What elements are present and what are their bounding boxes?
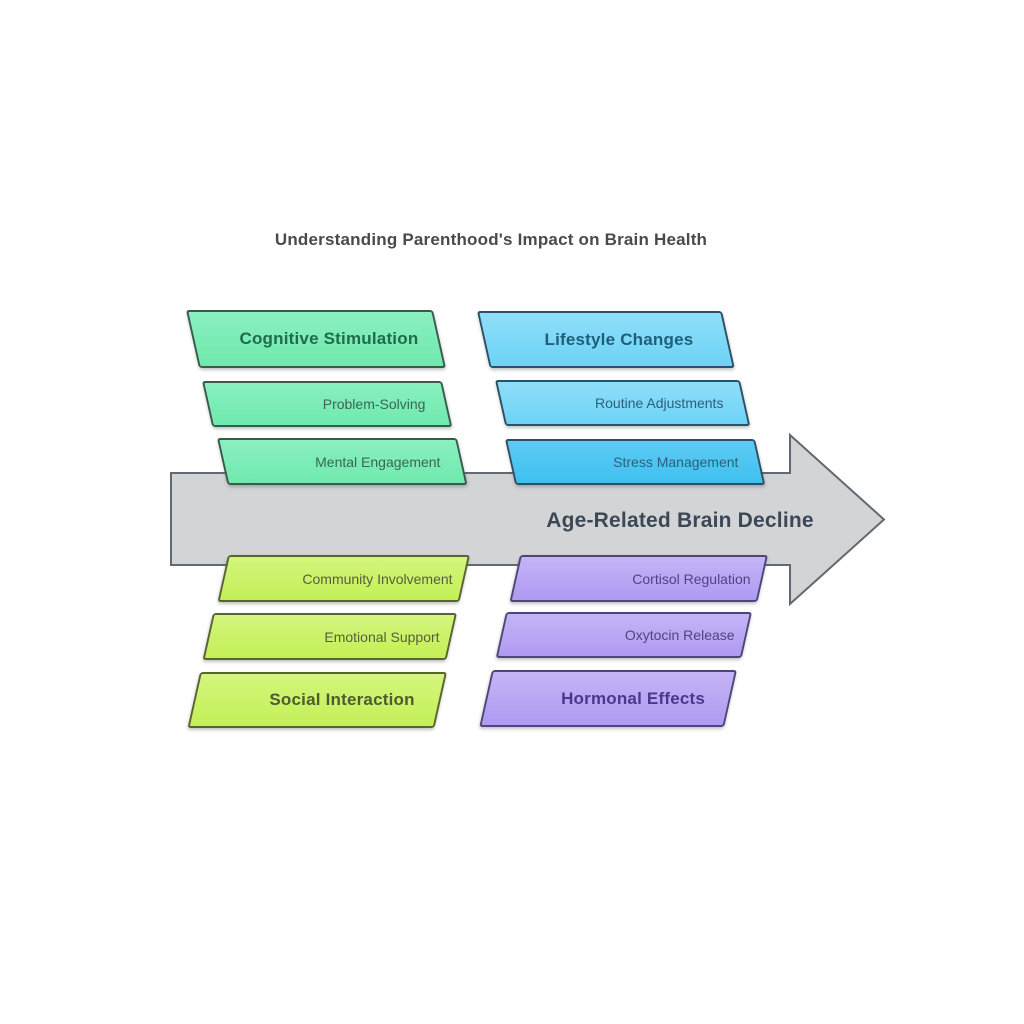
diagram-title: Understanding Parenthood's Impact on Bra… bbox=[274, 230, 708, 249]
node-cognitive-stimulation: Cognitive Stimulation bbox=[186, 310, 446, 368]
node-problem-solving: Problem-Solving bbox=[202, 381, 453, 427]
node-label: Emotional Support bbox=[324, 628, 440, 645]
node-lifestyle-changes: Lifestyle Changes bbox=[477, 311, 735, 368]
arrow-label: Age-Related Brain Decline bbox=[546, 509, 814, 532]
node-oxytocin-release: Oxytocin Release bbox=[495, 612, 752, 658]
node-routine-adjustments: Routine Adjustments bbox=[495, 380, 751, 426]
node-social-interaction: Social Interaction bbox=[187, 672, 447, 728]
node-label: Problem-Solving bbox=[322, 396, 426, 412]
node-cortisol-regulation: Cortisol Regulation bbox=[509, 555, 768, 602]
node-label: Oxytocin Release bbox=[624, 627, 735, 643]
node-label: Routine Adjustments bbox=[595, 395, 724, 411]
node-mental-engagement: Mental Engagement bbox=[217, 438, 468, 485]
node-community-involvement: Community Involvement bbox=[217, 555, 470, 602]
node-label: Community Involvement bbox=[302, 570, 453, 587]
node-label: Lifestyle Changes bbox=[544, 329, 694, 349]
node-emotional-support: Emotional Support bbox=[202, 613, 457, 660]
node-hormonal-effects: Hormonal Effects bbox=[479, 670, 737, 727]
node-label: Cortisol Regulation bbox=[632, 570, 751, 587]
node-label: Stress Management bbox=[613, 454, 739, 470]
node-label: Cognitive Stimulation bbox=[239, 329, 419, 348]
node-stress-management: Stress Management bbox=[505, 439, 766, 485]
node-label: Hormonal Effects bbox=[561, 688, 706, 708]
node-label: Social Interaction bbox=[269, 690, 415, 709]
node-label: Mental Engagement bbox=[315, 453, 441, 470]
